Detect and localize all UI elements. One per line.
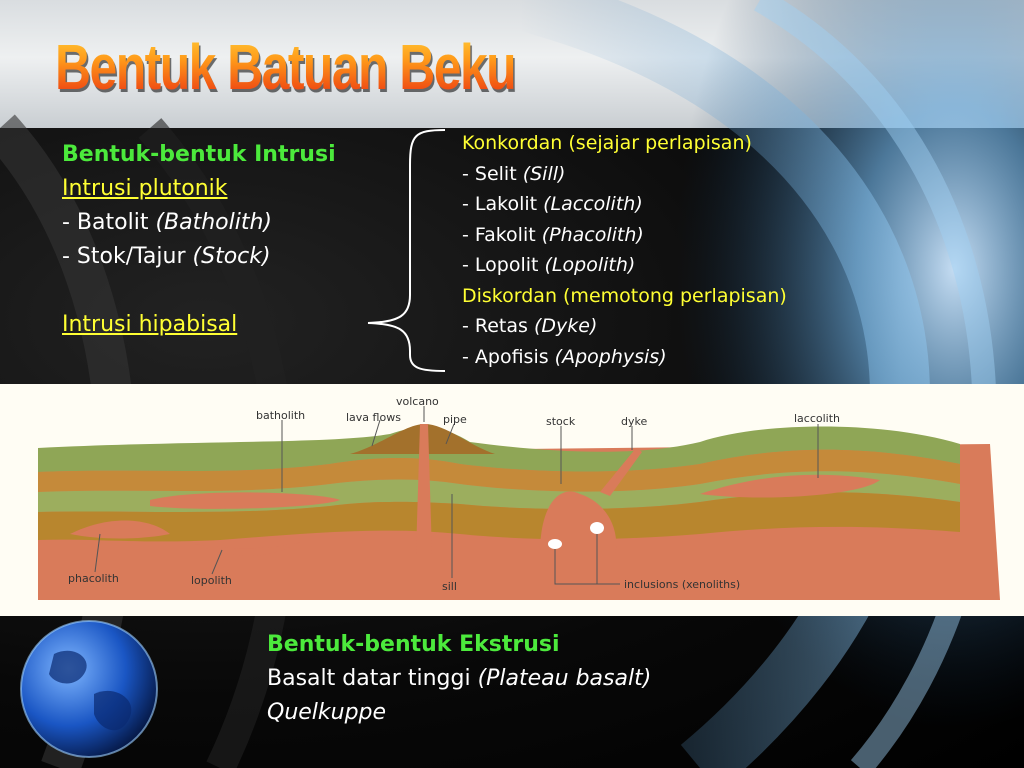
extrusion-heading: Bentuk-bentuk Ekstrusi [267,632,560,657]
plutonic-item-text: - Stok/Tajur [62,244,193,269]
label-sill: sill [442,580,457,593]
hypabyssal-label: Intrusi hipabisal [62,312,238,337]
list-item-italic: (Dyke) [533,315,598,337]
laccolith-body [700,474,880,498]
concordant-label: Konkordan (sejajar perlapisan) [462,132,752,154]
plutonic-label: Intrusi plutonik [62,176,228,201]
label-stock: stock [546,415,576,428]
plutonic-item-text: - Batolit [62,210,156,235]
xenolith [590,522,604,534]
label-dyke: dyke [621,415,647,428]
label-phacolith: phacolith [68,572,119,585]
extrusion-item-italic: (Plateau basalt) [477,666,652,691]
label-laccolith: laccolith [794,412,840,425]
label-batholith: batholith [256,409,305,422]
plutonic-item-italic: (Stock) [192,244,271,269]
slide-title: Bentuk Batuan Beku [55,31,517,103]
list-item: - Apofisis (Apophysis) [462,342,787,373]
stratum-ochre [38,492,960,542]
volcanic-pipe [416,424,432,554]
list-item: - Fakolit (Phacolith) [462,220,787,251]
list-item-text: - Lakolit [462,193,544,215]
cross-section-diagram: volcano batholith lava flows pipe stock … [0,384,1024,616]
xenolith [548,539,562,549]
list-item-italic: (Lopolith) [544,254,636,276]
list-item-text: - Fakolit [462,223,542,246]
hypabyssal-list: Konkordan (sejajar perlapisan) - Selit (… [462,128,787,372]
sill-body [150,492,340,509]
extrusion-item: Quelkuppe [267,700,387,725]
plutonic-item: - Stok/Tajur (Stock) [62,240,336,274]
cross-section-svg: volcano batholith lava flows pipe stock … [38,395,1000,600]
curly-brace [367,129,446,372]
extrusion-item: Basalt datar tinggi (Plateau basalt) [267,662,651,696]
globe-icon [20,620,158,758]
label-lava-flows: lava flows [346,411,401,424]
list-item-text: - Selit [462,162,523,185]
spacer [62,274,336,308]
label-inclusions: inclusions (xenoliths) [624,578,740,591]
extrusion-section: Bentuk-bentuk Ekstrusi Basalt datar ting… [267,628,651,730]
stratum-green [38,426,960,472]
intrusion-section: Bentuk-bentuk Intrusi Intrusi plutonik -… [62,138,336,342]
list-item-italic: (Laccolith) [543,193,643,215]
list-item-italic: (Apophysis) [554,345,667,368]
plutonic-item-italic: (Batholith) [155,210,273,235]
list-item-text: - Lopolit [462,254,545,276]
list-item: - Lopolit (Lopolith) [462,250,787,281]
list-item-text: - Apofisis [462,345,555,368]
list-item: - Selit (Sill) [462,159,787,190]
phacolith-body [70,520,170,539]
label-volcano: volcano [396,395,439,408]
list-item-text: - Retas [462,315,534,337]
intrusion-heading: Bentuk-bentuk Intrusi [62,142,336,167]
dyke-body [600,448,642,496]
discordant-label: Diskordan (memotong perlapisan) [462,284,787,307]
label-pipe: pipe [443,413,467,426]
list-item: - Retas (Dyke) [462,311,787,342]
extrusion-item-text: Basalt datar tinggi [267,666,478,691]
list-item-italic: (Phacolith) [541,223,644,246]
list-item-italic: (Sill) [522,162,566,185]
stratum-brown [38,449,960,492]
label-lopolith: lopolith [191,574,232,587]
plutonic-item: - Batolit (Batholith) [62,206,336,240]
list-item: - Lakolit (Laccolith) [462,189,787,220]
